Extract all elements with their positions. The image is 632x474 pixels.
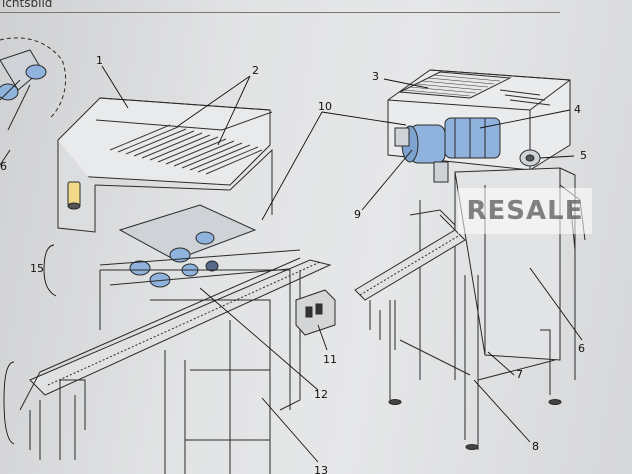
callout-label-15: 15 — [30, 262, 44, 275]
detail-circle — [0, 37, 67, 131]
right-valve-assembly — [394, 117, 541, 183]
left-valve-assembly — [99, 204, 301, 288]
callout-label-5: 5 — [580, 149, 587, 162]
callout-label-2: 2 — [252, 64, 259, 77]
callout-label-9: 9 — [354, 208, 361, 221]
callout-label-4: 4 — [574, 103, 581, 116]
callout-label-13: 13 — [314, 464, 328, 474]
callout-label-7: 7 — [516, 368, 523, 381]
section-header: ichtsbild — [2, 0, 53, 10]
callout-label-11: 11 — [323, 353, 337, 366]
callout-label-8: 8 — [532, 440, 539, 453]
callout-label-12: 12 — [314, 388, 328, 401]
control-box — [295, 289, 336, 336]
left-machine-housing — [57, 97, 273, 233]
callout-label-3: 3 — [372, 70, 379, 83]
callout-label-6-left: 6 — [0, 160, 7, 173]
left-conveyor — [19, 257, 332, 460]
callout-label-6: 6 — [578, 342, 585, 355]
resale-watermark: RESALE — [458, 188, 592, 234]
callout-label-1: 1 — [96, 54, 103, 67]
left-machine-frame — [99, 269, 301, 474]
watermark-text: RESALE — [466, 196, 584, 226]
header-rule — [0, 12, 560, 13]
callout-leaders — [0, 65, 583, 463]
right-conveyor — [354, 184, 586, 350]
callout-label-10: 10 — [318, 100, 332, 113]
